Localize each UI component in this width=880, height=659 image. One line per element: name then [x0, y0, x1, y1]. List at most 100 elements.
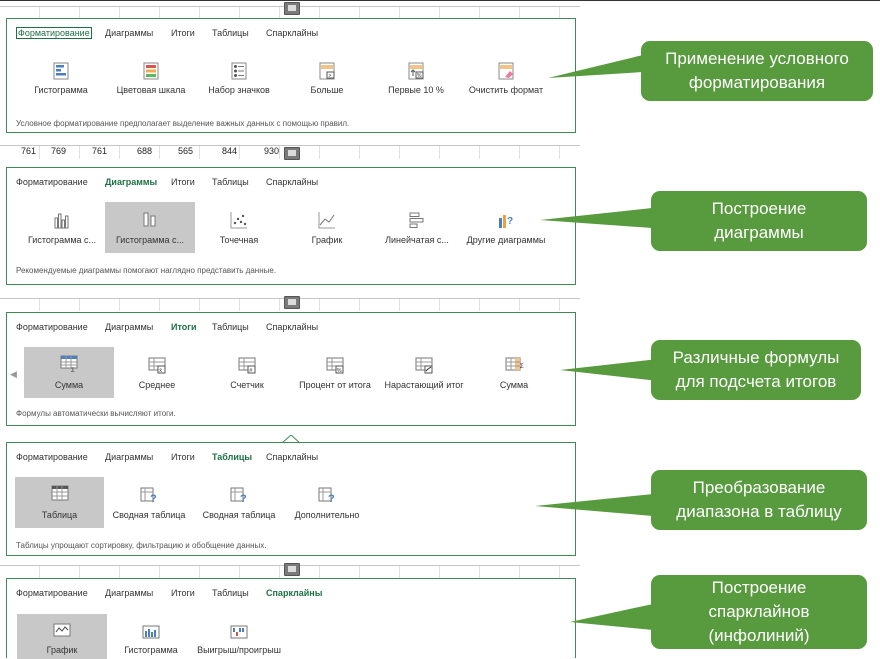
running-total-button[interactable]: Нарастающий итог: [381, 349, 467, 399]
tab-formatting[interactable]: Форматирование: [16, 27, 92, 39]
tab-totals[interactable]: Итоги: [171, 452, 195, 462]
callout-charts: Построение диаграммы: [651, 191, 867, 251]
cell-value: 930: [264, 146, 280, 156]
running-total-icon: [415, 357, 433, 374]
quick-analysis-panel-charts: Форматирование Диаграммы Итоги Таблицы С…: [6, 167, 576, 285]
quick-analysis-button[interactable]: [284, 563, 300, 576]
panel-description: Формулы автоматически вычисляют итоги.: [16, 409, 176, 418]
pivot-table-button[interactable]: ? Сводная таблица: [111, 479, 187, 529]
item-label: Точечная: [219, 235, 259, 245]
other-charts-button[interactable]: ? Другие диаграммы: [463, 204, 549, 254]
tab-sparklines[interactable]: Спарклайны: [266, 588, 323, 598]
tab-formatting[interactable]: Форматирование: [16, 322, 88, 332]
sparkline-line-icon: [53, 623, 71, 637]
tab-totals[interactable]: Итоги: [171, 588, 195, 598]
quick-analysis-button[interactable]: [284, 147, 300, 160]
tab-tables[interactable]: Таблицы: [212, 588, 249, 598]
icon-set-button[interactable]: Набор значков: [201, 55, 277, 105]
line-chart-button[interactable]: График: [291, 204, 363, 254]
other-charts-icon: ?: [499, 215, 513, 228]
tab-charts[interactable]: Диаграммы: [105, 322, 154, 332]
callout-line: диаграммы: [714, 223, 804, 242]
more-button[interactable]: ? Дополнительно: [289, 479, 365, 529]
scroll-left-icon[interactable]: ◀: [10, 369, 17, 379]
average-icon: x̄: [148, 357, 166, 374]
tab-tables[interactable]: Таблицы: [212, 322, 249, 332]
tab-formatting[interactable]: Форматирование: [16, 588, 88, 598]
quick-analysis-panel-formatting: Форматирование Диаграммы Итоги Таблицы С…: [6, 18, 576, 133]
callout-pointer: [548, 55, 643, 78]
quick-analysis-button[interactable]: [284, 296, 300, 309]
sum-button[interactable]: Σ Сумма: [24, 347, 114, 398]
percent-total-button[interactable]: % Процент от итога: [297, 349, 373, 399]
item-label: Гистограмма с...: [27, 235, 97, 245]
tab-sparklines[interactable]: Спарклайны: [266, 177, 319, 187]
tab-charts[interactable]: Диаграммы: [105, 588, 154, 598]
callout-tables: Преобразование диапазона в таблицу: [651, 470, 867, 530]
sparkline-line-button[interactable]: График: [17, 614, 107, 659]
quick-analysis-button[interactable]: [284, 2, 300, 15]
sum-column-button[interactable]: Σ Сумма: [483, 349, 545, 399]
callout-totals: Различные формулы для подсчета итогов: [651, 340, 861, 400]
sparkline-winloss-button[interactable]: Выигрыш/проигрыш: [193, 616, 285, 659]
tab-charts[interactable]: Диаграммы: [105, 452, 154, 462]
svg-text:#: #: [249, 368, 253, 374]
greater-than-button[interactable]: > Больше: [289, 55, 365, 105]
count-button[interactable]: # Счетчик: [211, 349, 283, 399]
color-scale-icon: [143, 62, 159, 80]
clear-format-button[interactable]: Очистить формат: [463, 55, 549, 105]
top10-button[interactable]: % Первые 10 %: [379, 55, 453, 105]
item-label: Набор значков: [208, 85, 270, 95]
clustered-column-button[interactable]: Гистограмма с...: [21, 204, 103, 254]
item-label: Дополнительно: [294, 510, 360, 520]
panel-description: Таблицы упрощают сортировку, фильтрацию …: [16, 541, 267, 550]
percent-total-icon: %: [326, 357, 344, 374]
cell-value: 769: [51, 146, 67, 156]
average-button[interactable]: x̄ Среднее: [121, 349, 193, 399]
tab-charts[interactable]: Диаграммы: [105, 177, 158, 187]
tab-sparklines[interactable]: Спарклайны: [266, 452, 319, 462]
cell-value: 844: [222, 146, 238, 156]
callout-line: Различные формулы: [672, 348, 840, 367]
top-border: [0, 0, 880, 1]
cell-value: 688: [137, 146, 153, 156]
sum-icon: Σ: [505, 357, 524, 371]
item-label: Среднее: [138, 380, 176, 390]
item-label: Сумма: [54, 380, 84, 390]
svg-text:?: ?: [150, 493, 157, 505]
tab-tables[interactable]: Таблицы: [212, 28, 249, 38]
tab-totals[interactable]: Итоги: [171, 322, 197, 332]
stacked-column-button[interactable]: Гистограмма с...: [105, 202, 195, 253]
callout-sparklines: Построение спарклайнов (инфолиний): [651, 575, 867, 649]
callout-pointer: [570, 604, 653, 630]
tab-formatting[interactable]: Форматирование: [16, 177, 88, 187]
tab-sparklines[interactable]: Спарклайны: [266, 322, 319, 332]
stacked-bar-button[interactable]: Линейчатая с...: [377, 204, 457, 254]
count-icon: #: [238, 357, 256, 374]
scatter-button[interactable]: Точечная: [203, 204, 275, 254]
pivot-table-icon: ?: [230, 487, 247, 505]
cell-value: 761: [21, 146, 37, 156]
databar-button[interactable]: Гистограмма: [25, 55, 97, 105]
sparkline-column-button[interactable]: Гистограмма: [113, 616, 189, 659]
item-label: Счетчик: [230, 380, 264, 390]
tab-charts[interactable]: Диаграммы: [105, 28, 154, 38]
item-label: График: [311, 235, 343, 245]
svg-text:?: ?: [240, 493, 247, 505]
callout-pointer: [560, 359, 658, 381]
panel-description: Условное форматирование предполагает выд…: [16, 119, 350, 128]
pivot-table-button-2[interactable]: ? Сводная таблица: [201, 479, 277, 529]
quick-analysis-panel-tables: Форматирование Диаграммы Итоги Таблицы С…: [6, 442, 576, 556]
tab-totals[interactable]: Итоги: [171, 177, 195, 187]
item-label: Сводная таблица: [112, 510, 186, 520]
cell-value: 565: [178, 146, 194, 156]
tab-tables[interactable]: Таблицы: [212, 177, 249, 187]
tab-formatting[interactable]: Форматирование: [16, 452, 88, 462]
color-scale-button[interactable]: Цветовая шкала: [111, 55, 191, 105]
item-label: Гистограмма: [124, 645, 178, 655]
tab-sparklines[interactable]: Спарклайны: [266, 28, 319, 38]
table-button[interactable]: Таблица: [15, 477, 104, 528]
tab-tables[interactable]: Таблицы: [212, 452, 253, 462]
callout-line: Построение: [711, 199, 807, 218]
tab-totals[interactable]: Итоги: [171, 28, 195, 38]
